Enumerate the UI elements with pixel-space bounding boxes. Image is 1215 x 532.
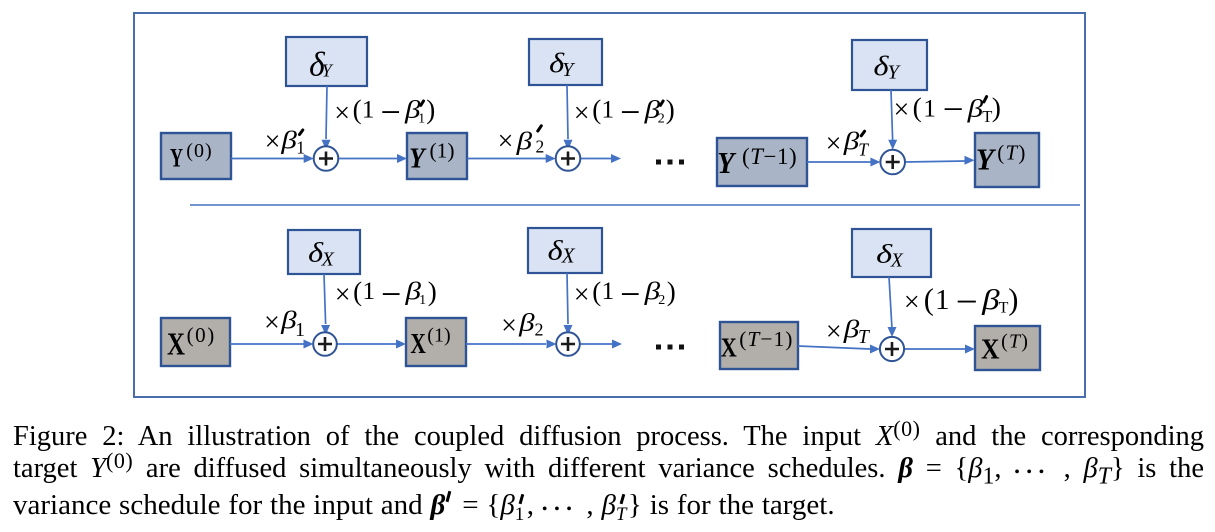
svg-text:1: 1 xyxy=(602,276,615,305)
svg-text:1: 1 xyxy=(362,95,375,124)
svg-text:Y: Y xyxy=(170,142,183,172)
svg-text:(1): (1) xyxy=(427,325,450,347)
svg-text:β: β xyxy=(843,128,860,155)
svg-text:×: × xyxy=(574,98,590,129)
svg-text:): ) xyxy=(1008,282,1018,316)
svg-text:2: 2 xyxy=(658,112,665,127)
svg-text:(: ( xyxy=(353,94,362,124)
svg-text:β: β xyxy=(643,97,660,124)
svg-text:2: 2 xyxy=(535,320,544,340)
svg-text:T: T xyxy=(858,327,870,348)
svg-text:δ: δ xyxy=(309,47,326,84)
svg-text:−: − xyxy=(381,274,401,314)
svg-text:1: 1 xyxy=(362,276,375,305)
svg-text:×: × xyxy=(264,307,280,338)
svg-text:(: ( xyxy=(592,277,601,307)
svg-text:×: × xyxy=(826,317,842,348)
svg-text:(1): (1) xyxy=(430,139,455,163)
svg-text:×: × xyxy=(894,95,910,126)
svg-text:δ: δ xyxy=(876,239,893,268)
svg-text:(T): (T) xyxy=(1001,330,1029,352)
svg-text:×: × xyxy=(334,98,350,129)
svg-text:Y: Y xyxy=(976,142,997,177)
svg-text:−: − xyxy=(620,274,640,314)
svg-text:): ) xyxy=(426,94,435,124)
svg-text:Y: Y xyxy=(562,59,576,81)
svg-text:1: 1 xyxy=(295,319,305,341)
svg-text:T: T xyxy=(999,300,1009,317)
svg-text:×: × xyxy=(265,127,281,158)
svg-text:2: 2 xyxy=(658,293,665,308)
svg-text:X: X xyxy=(981,334,1000,365)
svg-text:1: 1 xyxy=(418,112,425,127)
svg-text:β: β xyxy=(643,278,660,305)
svg-text:1: 1 xyxy=(601,95,614,124)
svg-text:): ) xyxy=(428,277,437,307)
svg-text:1: 1 xyxy=(296,137,305,157)
svg-text:X: X xyxy=(890,251,904,272)
svg-text:X: X xyxy=(721,332,737,363)
svg-text:β: β xyxy=(280,308,297,335)
svg-text:×: × xyxy=(826,128,842,159)
svg-text:−: − xyxy=(381,92,401,132)
svg-text:(: ( xyxy=(913,92,922,123)
svg-text:−: − xyxy=(620,92,640,132)
svg-text:β: β xyxy=(515,129,532,156)
svg-text:×: × xyxy=(501,311,517,342)
svg-text:X: X xyxy=(167,327,185,362)
svg-text:β: β xyxy=(966,96,983,123)
svg-text:(: ( xyxy=(592,94,601,124)
svg-text:(0): (0) xyxy=(186,140,212,162)
svg-text:1: 1 xyxy=(935,284,950,316)
svg-text:2: 2 xyxy=(536,137,545,157)
svg-text:1: 1 xyxy=(923,94,936,123)
svg-text:X: X xyxy=(410,328,426,360)
svg-text:δ: δ xyxy=(549,48,565,78)
svg-text:β: β xyxy=(843,317,860,344)
svg-text:(: ( xyxy=(924,282,934,316)
svg-text:(T): (T) xyxy=(997,141,1026,165)
svg-text:β: β xyxy=(404,97,421,124)
svg-text:): ) xyxy=(667,277,676,307)
svg-text:X: X xyxy=(321,249,335,271)
svg-text:(0): (0) xyxy=(187,323,216,347)
svg-text:δ: δ xyxy=(874,51,890,81)
svg-text:): ) xyxy=(666,94,675,124)
svg-text:(T−1): (T−1) xyxy=(739,327,793,351)
svg-text:δ: δ xyxy=(548,236,564,266)
svg-text:×: × xyxy=(574,280,590,311)
svg-text:β: β xyxy=(981,285,1001,316)
svg-text:β: β xyxy=(404,278,421,305)
svg-text:): ) xyxy=(992,92,1001,123)
svg-text:Y: Y xyxy=(888,62,902,84)
svg-text:β: β xyxy=(518,310,535,337)
svg-text:×: × xyxy=(498,126,514,157)
svg-text:1: 1 xyxy=(419,293,426,308)
svg-text:T: T xyxy=(982,107,992,126)
svg-text:(: ( xyxy=(353,277,362,307)
svg-text:X: X xyxy=(561,244,576,268)
svg-text:Y: Y xyxy=(322,60,334,80)
svg-text:T: T xyxy=(858,140,869,160)
svg-text:(T−1): (T−1) xyxy=(742,144,797,169)
svg-text:Y: Y xyxy=(717,146,736,180)
svg-text:β: β xyxy=(280,128,297,155)
svg-text:δ: δ xyxy=(308,238,324,268)
svg-text:−: − xyxy=(943,90,964,131)
svg-text:×: × xyxy=(904,287,920,318)
svg-text:Y: Y xyxy=(409,142,426,174)
svg-text:×: × xyxy=(335,280,351,311)
svg-text:−: − xyxy=(956,281,978,324)
